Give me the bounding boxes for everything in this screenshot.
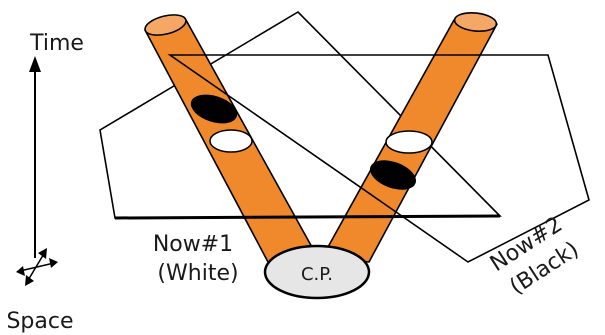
left-tube-white-disk	[209, 129, 253, 153]
common-past-label: C.P.	[301, 264, 333, 285]
time-axis	[29, 56, 41, 258]
right-worldline-tube	[322, 11, 498, 263]
right-tube-black-disk	[370, 160, 416, 190]
common-past-node: C.P.	[263, 244, 371, 300]
left-tube-black-disk	[190, 94, 238, 124]
left-worldline-tube	[144, 14, 319, 263]
time-axis-label: Time	[29, 31, 84, 56]
right-tube-white-disk	[385, 130, 433, 154]
now2-plane	[167, 54, 590, 263]
now1-label: Now#1	[153, 232, 233, 257]
space-axis	[16, 248, 58, 286]
space-axis-label: Space	[6, 309, 73, 334]
now1-sublabel: (White)	[157, 261, 238, 286]
